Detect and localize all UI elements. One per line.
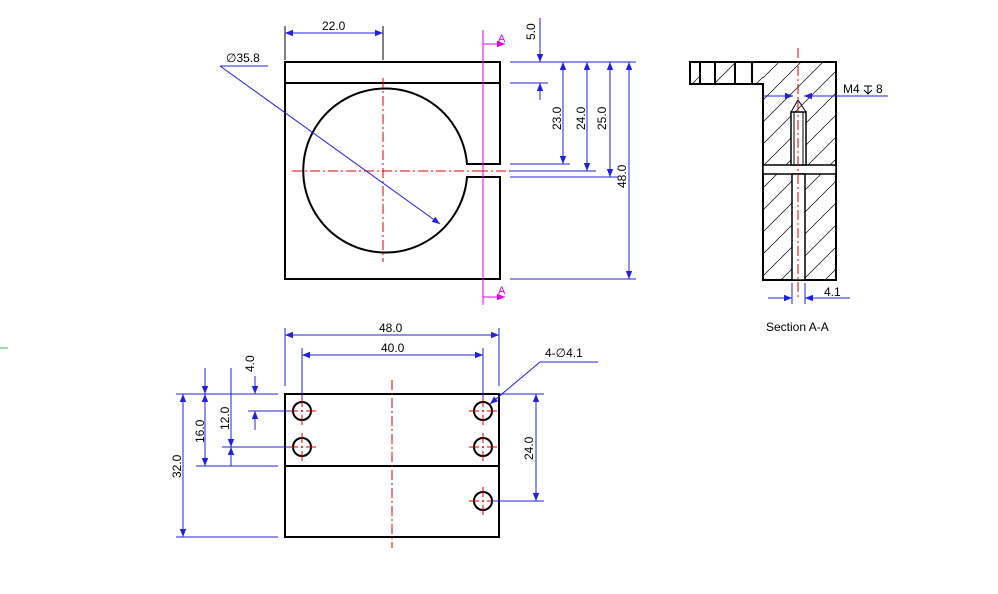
section-label-top: A bbox=[498, 33, 506, 45]
hole-mid-right bbox=[469, 433, 497, 461]
dim-top-32: 32.0 bbox=[170, 454, 184, 478]
dim-48: 48.0 bbox=[615, 164, 629, 188]
hole-top-right bbox=[469, 397, 497, 425]
dim-top-40: 40.0 bbox=[381, 341, 405, 355]
dim-23: 23.0 bbox=[550, 106, 564, 130]
hole-note-leader bbox=[489, 361, 541, 405]
top-view: 48.0 40.0 4-∅4.1 4.0 12.0 16.0 32.0 bbox=[170, 321, 598, 548]
flange-slot-1 bbox=[699, 61, 716, 85]
section-caption: Section A-A bbox=[766, 320, 829, 334]
section-label-bottom: A bbox=[498, 285, 506, 297]
hole-mid-left bbox=[288, 433, 316, 461]
dim-top-12: 12.0 bbox=[218, 406, 232, 430]
section-view: M4 8 4.1 Section A-A bbox=[689, 48, 888, 334]
dim-25: 25.0 bbox=[595, 106, 609, 130]
dim-22: 22.0 bbox=[322, 19, 346, 33]
hole-top-left bbox=[288, 397, 316, 425]
front-view: A A 22.0 ∅35.8 5.0 23.0 24.0 25.0 bbox=[219, 18, 636, 305]
dim-top-48: 48.0 bbox=[379, 321, 403, 335]
hole-note: 4-∅4.1 bbox=[545, 346, 583, 360]
dim-top-4: 4.0 bbox=[243, 355, 257, 372]
dim-24: 24.0 bbox=[574, 106, 588, 130]
thread-callout: M4 bbox=[843, 82, 860, 96]
dia-leader bbox=[219, 65, 441, 225]
flange-slot-2 bbox=[734, 61, 753, 85]
dim-top-16: 16.0 bbox=[193, 419, 207, 443]
dim-5: 5.0 bbox=[524, 23, 538, 40]
front-outline bbox=[284, 61, 501, 280]
thread-depth: 8 bbox=[876, 82, 883, 96]
section-outline bbox=[689, 61, 837, 281]
depth-symbol-icon bbox=[863, 85, 873, 95]
section-slot bbox=[762, 164, 837, 175]
hole-dia: 4.1 bbox=[824, 285, 841, 299]
dim-top-24: 24.0 bbox=[522, 436, 536, 460]
dim-bore-diameter: ∅35.8 bbox=[226, 51, 260, 65]
